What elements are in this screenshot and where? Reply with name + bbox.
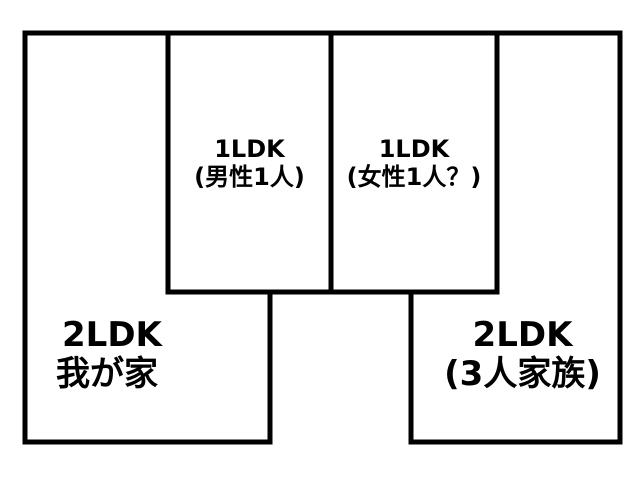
room-center-right-occupant: (女性1人？) bbox=[346, 162, 482, 191]
room-right-walls bbox=[408, 30, 623, 445]
room-center-left-occupant: (男性1人) bbox=[194, 162, 305, 191]
room-center-right-layout: 1LDK bbox=[378, 135, 450, 163]
room-right-occupant: (3人家族) bbox=[444, 354, 601, 395]
room-center-left-label: 1LDK (男性1人) bbox=[168, 135, 331, 191]
room-left-occupant: 我が家 bbox=[56, 354, 158, 395]
room-left-layout: 2LDK bbox=[62, 315, 162, 355]
room-right-label: 2LDK (3人家族) bbox=[425, 315, 620, 395]
room-right-layout: 2LDK bbox=[472, 315, 573, 355]
room-center-left-layout: 1LDK bbox=[214, 135, 285, 163]
room-center-right-label: 1LDK (女性1人？) bbox=[331, 135, 497, 191]
room-left-label: 2LDK 我が家 bbox=[56, 315, 162, 395]
